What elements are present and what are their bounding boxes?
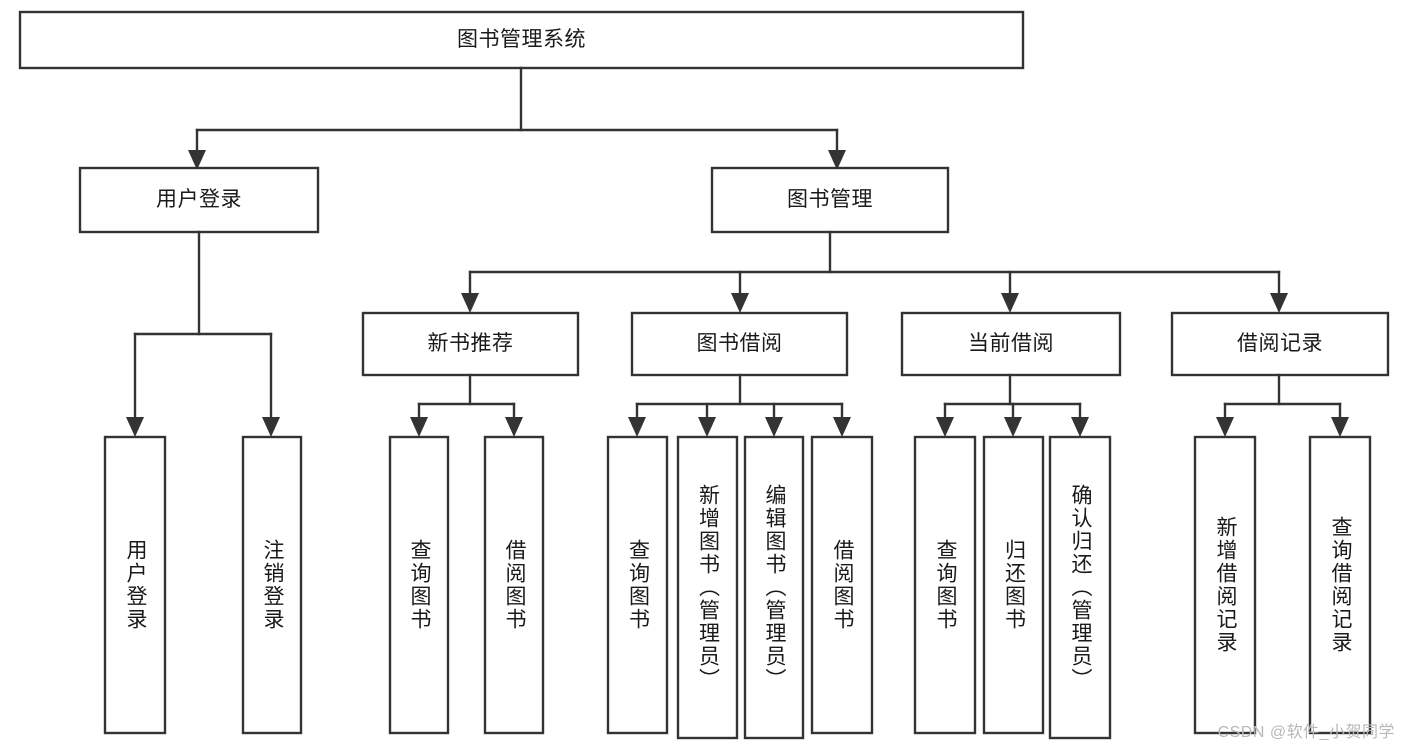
node-box-leaf-borrow-book[interactable]	[810, 435, 874, 735]
node-box-current-borrow[interactable]	[900, 311, 1122, 377]
arrow-icon	[936, 417, 954, 437]
node-box-new-book-recommend[interactable]	[361, 311, 580, 377]
arrow-icon	[1071, 417, 1089, 437]
arrow-icon	[505, 417, 523, 437]
arrow-icon	[628, 417, 646, 437]
arrow-icon	[731, 293, 749, 313]
node-box-leaf-logout[interactable]	[241, 435, 303, 735]
node-box-leaf-query-book-current[interactable]	[913, 435, 977, 735]
node-box-leaf-add-book-admin[interactable]	[676, 435, 739, 740]
node-box-leaf-edit-book-admin[interactable]	[743, 435, 805, 740]
node-box-leaf-user-login[interactable]	[103, 435, 167, 735]
arrow-icon	[1331, 417, 1349, 437]
connector-new-book-recommend-to-leaves	[410, 373, 523, 437]
connector-root-to-level1	[188, 66, 846, 170]
node-box-borrow-records[interactable]	[1170, 311, 1390, 377]
arrow-icon	[833, 417, 851, 437]
arrow-icon	[410, 417, 428, 437]
arrow-icon	[698, 417, 716, 437]
node-box-leaf-query-borrow-record[interactable]	[1308, 435, 1372, 735]
arrow-icon	[126, 417, 144, 437]
node-box-leaf-return-book[interactable]	[982, 435, 1045, 735]
node-box-leaf-confirm-return-admin[interactable]	[1048, 435, 1112, 740]
connector-book-management-to-level2	[461, 230, 1288, 313]
node-box-user-login[interactable]	[78, 166, 320, 234]
arrow-icon	[1001, 293, 1019, 313]
connector-borrow-records-to-leaves	[1216, 373, 1349, 437]
node-box-leaf-add-borrow-record[interactable]	[1193, 435, 1257, 735]
connector-current-borrow-to-leaves	[936, 373, 1089, 437]
arrow-icon	[1216, 417, 1234, 437]
connector-user-login-to-leaves	[126, 230, 280, 437]
arrow-icon	[461, 293, 479, 313]
arrow-icon	[262, 417, 280, 437]
arrow-icon	[1004, 417, 1022, 437]
arrow-icon	[188, 150, 206, 170]
node-box-leaf-query-book-borrow[interactable]	[606, 435, 669, 735]
arrow-icon	[765, 417, 783, 437]
node-box-leaf-query-book-recommend[interactable]	[388, 435, 450, 735]
arrow-icon	[828, 150, 846, 170]
node-box-book-management[interactable]	[710, 166, 950, 234]
node-box-root[interactable]	[18, 10, 1025, 70]
arrow-icon	[1270, 293, 1288, 313]
node-box-book-borrow[interactable]	[630, 311, 849, 377]
connector-book-borrow-to-leaves	[628, 373, 851, 437]
node-box-leaf-borrow-book-recommend[interactable]	[483, 435, 545, 735]
